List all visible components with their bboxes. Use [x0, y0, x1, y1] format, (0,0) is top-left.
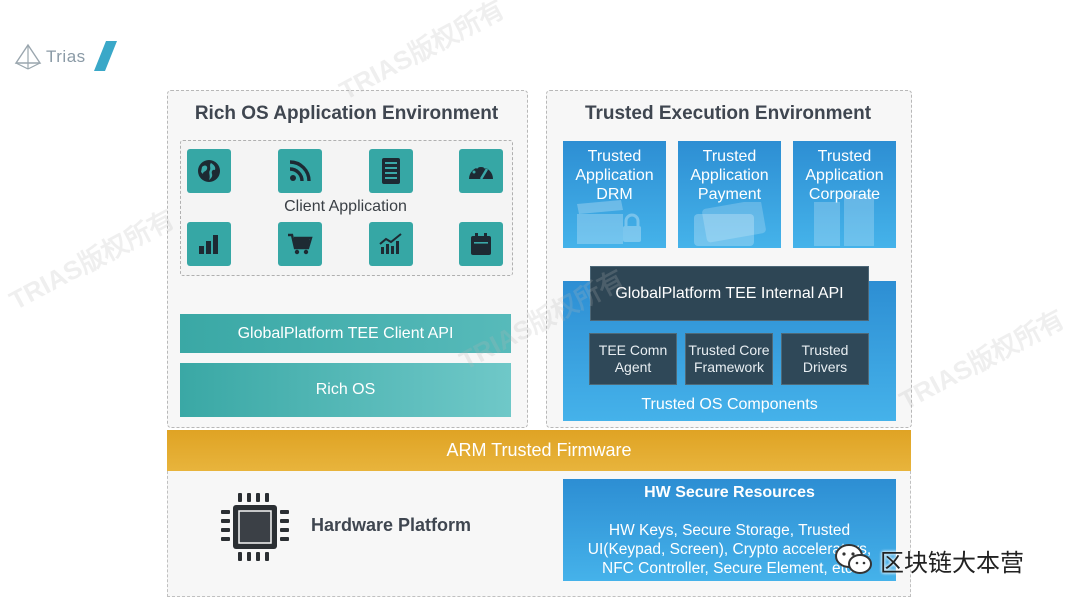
rss-icon [278, 149, 322, 193]
arm-trusted-firmware-bar: ARM Trusted Firmware [167, 430, 911, 471]
client-application-box [180, 140, 513, 276]
buildings-icon [814, 194, 874, 246]
tee-title: Trusted Execution Environment [584, 103, 872, 124]
credit-card-icon [694, 202, 766, 246]
hw-secure-text-2: UI(Keypad, Screen), Crypto accelerators, [587, 541, 872, 558]
chip-icon [221, 493, 289, 561]
cart-icon [278, 222, 322, 266]
rich-os-title: Rich OS Application Environment [194, 103, 499, 124]
hw-secure-text-3: NFC Controller, Secure Element, etc. [602, 560, 857, 577]
wechat-icon [835, 544, 872, 574]
trias-logo-icon [14, 43, 42, 70]
tee-internal-api-bar: GlobalPlatform TEE Internal API [590, 266, 869, 321]
bar-chart-icon [187, 222, 231, 266]
client-application-label: Client Application [284, 198, 407, 215]
globe-icon [187, 149, 231, 193]
wechat-badge: 区块链大本营 [834, 540, 1024, 580]
hw-secure-text-1: HW Keys, Secure Storage, Trusted [608, 522, 851, 539]
logo-text: Trias [46, 47, 86, 66]
calendar-icon [459, 222, 503, 266]
trusted-app-corporate: TrustedApplicationCorporate [793, 141, 896, 248]
document-icon [369, 149, 413, 193]
speedometer-icon [459, 149, 503, 193]
tee-client-api-bar: GlobalPlatform TEE Client API [180, 314, 511, 353]
trias-logo: Trias [14, 40, 86, 74]
trend-chart-icon [369, 222, 413, 266]
trusted-os-components-label: Trusted OS Components [641, 396, 818, 413]
hardware-platform-label: Hardware Platform [311, 515, 472, 535]
watermark-4: TRIAS版权所有 [894, 303, 1070, 416]
rich-os-bar: Rich OS [180, 363, 511, 417]
wechat-text: 区块链大本营 [880, 548, 1024, 577]
watermark-2: TRIAS版权所有 [4, 203, 180, 316]
logo-slash-icon [94, 41, 117, 71]
hw-secure-resources-title: HW Secure Resources [644, 484, 815, 501]
clapperboard-lock-icon [577, 200, 641, 244]
